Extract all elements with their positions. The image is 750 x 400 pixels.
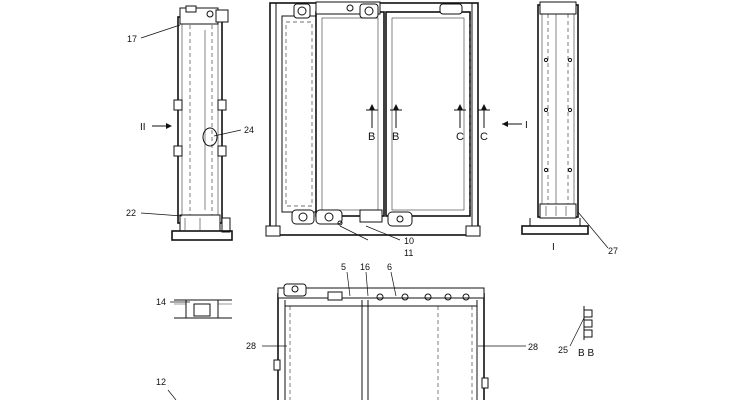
view-mark-i-arrow: I — [525, 120, 528, 131]
section-mark-b-2: B — [392, 131, 399, 143]
callout-14: 14 — [156, 297, 166, 307]
section-mark-b-1: B — [368, 131, 375, 143]
callout-27: 27 — [608, 246, 618, 256]
callout-labels: 17 24 22 10 11 27 5 16 6 14 28 28 12 25 — [126, 34, 618, 387]
detail-14-view — [174, 299, 232, 319]
section-label-bb: B B — [578, 348, 594, 359]
view-marks: II I I B B C C B B — [140, 120, 594, 359]
right-side-view — [502, 1, 589, 235]
callout-25: 25 — [558, 345, 568, 355]
callout-28-right: 28 — [528, 342, 538, 352]
lower-plan-view — [273, 283, 489, 400]
callout-24: 24 — [244, 125, 254, 135]
left-side-view — [152, 5, 233, 241]
view-mark-i-label: I — [552, 242, 555, 253]
callout-17: 17 — [127, 34, 137, 44]
callout-6: 6 — [387, 262, 392, 272]
callout-16: 16 — [360, 262, 370, 272]
detail-25-section-bb — [583, 306, 593, 340]
leader-lines — [140, 24, 609, 400]
section-mark-c-2: C — [480, 131, 488, 143]
callout-12: 12 — [156, 377, 166, 387]
callout-11: 11 — [404, 248, 413, 258]
callout-5: 5 — [341, 262, 346, 272]
callout-28-left: 28 — [246, 341, 256, 351]
callout-10: 10 — [404, 236, 414, 246]
front-view — [265, 1, 490, 237]
view-mark-ii: II — [140, 122, 146, 133]
callout-22: 22 — [126, 208, 136, 218]
section-mark-c-1: C — [456, 131, 464, 143]
